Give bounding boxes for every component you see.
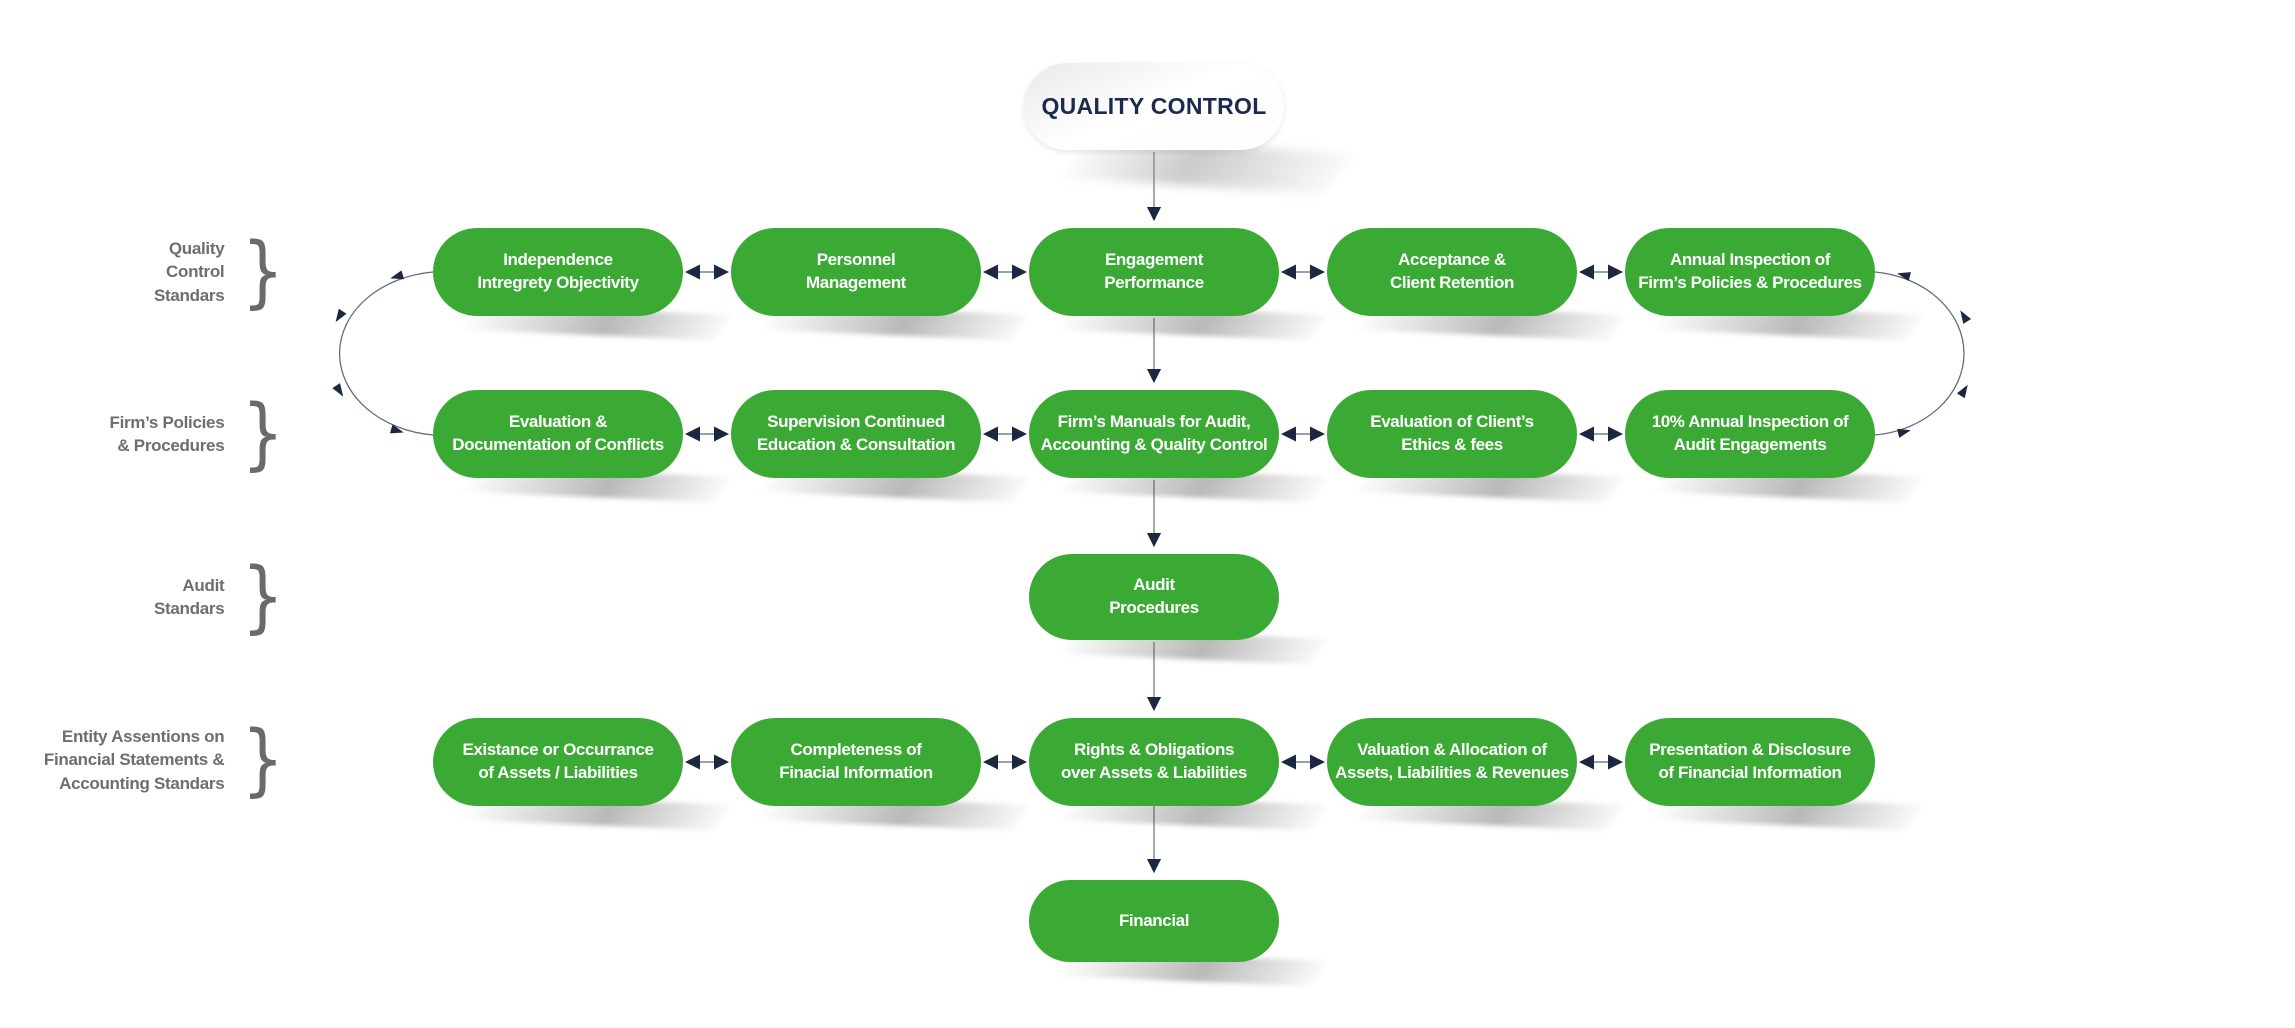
node-label: Existance or Occurrance of Assets / Liab… [462,740,654,782]
node-label: Evaluation & Documentation of Conflicts [452,412,664,454]
node-completeness-financial-information: Completeness of Finacial Information [731,718,981,806]
curve-left-arrowhead-2 [335,308,347,323]
node-label: Evaluation of Client’s Ethics & fees [1370,412,1534,454]
node-label: Audit Procedures [1109,575,1199,617]
side-label-text: Firm’s Policies & Procedures [109,412,225,455]
title-label: QUALITY CONTROL [1041,92,1267,119]
node-label: Annual Inspection of Firm’s Policies & P… [1638,250,1862,292]
side-label-text: Entity Assentions on Financial Statement… [43,726,225,793]
curve-right-arrowhead-1 [1897,428,1911,438]
node-independence-integrity-objectivity: Independence Intregrety Objectivity [433,228,683,316]
node-10pct-annual-inspection-audit-engagements: 10% Annual Inspection of Audit Engagemen… [1625,390,1875,478]
node-label: Presentation & Disclosure of Financial I… [1649,740,1851,782]
node-existence-occurrence-assets-liabilities: Existance or Occurrance of Assets / Liab… [433,718,683,806]
node-label: Supervision Continued Education & Consul… [756,412,956,454]
node-annual-inspection-policies-procedures: Annual Inspection of Firm’s Policies & P… [1625,228,1875,316]
node-acceptance-client-retention: Acceptance & Client Retention [1327,228,1577,316]
node-personnel-management: Personnel Management [731,228,981,316]
node-label: Rights & Obligations over Assets & Liabi… [1061,740,1247,782]
node-label: Engagement Performance [1104,250,1204,292]
node-engagement-performance: Engagement Performance [1029,228,1279,316]
node-quality-control-title: QUALITY CONTROL [1024,63,1284,150]
curve-left-loop [338,271,434,436]
node-label: Acceptance & Client Retention [1390,250,1514,292]
node-firms-manuals-audit-accounting-qc: Firm’s Manuals for Audit, Accounting & Q… [1029,390,1279,478]
side-label-audit-standards: Audit Standars } [154,552,285,642]
node-valuation-allocation-assets-liabilities-revenues: Valuation & Allocation of Assets, Liabil… [1327,718,1577,806]
node-label: 10% Annual Inspection of Audit Engagemen… [1651,412,1849,454]
node-supervision-education-consultation: Supervision Continued Education & Consul… [731,390,981,478]
side-label-quality-control-standards: Quality Control Standars } [154,227,285,317]
node-label: Independence Intregrety Objectivity [477,250,639,292]
curve-right-loop [1874,271,1965,436]
node-label: Financial [1118,910,1190,930]
side-label-text: Audit Standars [154,575,225,618]
node-presentation-disclosure-financial-information: Presentation & Disclosure of Financial I… [1625,718,1875,806]
node-financial: Financial [1029,880,1279,962]
curve-right-arrowhead-2 [1956,384,1968,399]
node-label: Personnel Management [806,250,906,292]
curve-left-arrowhead-1 [390,270,405,280]
node-evaluation-documentation-conflicts: Evaluation & Documentation of Conflicts [433,390,683,478]
node-label: Firm’s Manuals for Audit, Accounting & Q… [1040,412,1268,454]
node-label: Valuation & Allocation of Assets, Liabil… [1335,740,1569,782]
side-label-entity-assertions: Entity Assentions on Financial Statement… [43,715,285,805]
node-rights-obligations-assets-liabilities: Rights & Obligations over Assets & Liabi… [1029,718,1279,806]
side-label-firms-policies-procedures: Firm’s Policies & Procedures } [109,389,285,479]
curve-right-arrowhead-4 [1897,272,1911,282]
node-evaluation-client-ethics-fees: Evaluation of Client’s Ethics & fees [1327,390,1577,478]
curve-left-arrowhead-3 [332,383,344,397]
curve-left-arrowhead-4 [389,424,404,434]
node-label: Completeness of Finacial Information [779,740,933,782]
curve-right-arrowhead-3 [1960,310,1972,324]
node-audit-procedures: Audit Procedures [1029,554,1279,640]
side-label-text: Quality Control Standars [154,238,225,305]
